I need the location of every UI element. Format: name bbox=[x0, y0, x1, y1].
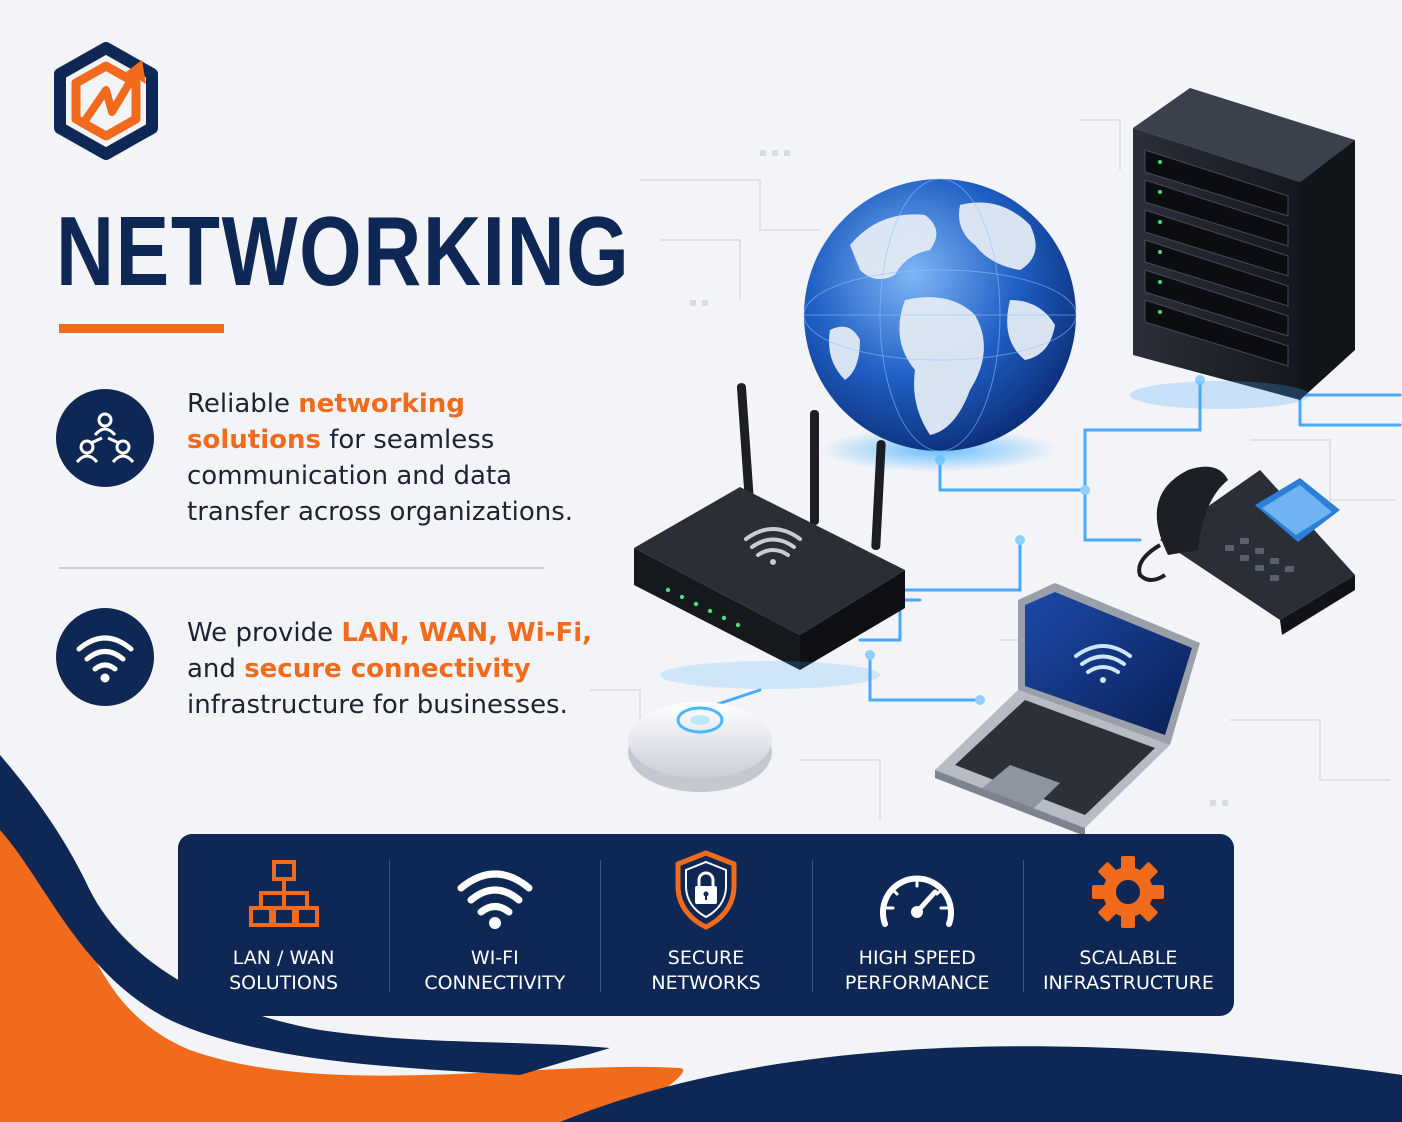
benefit-label-line2: INFRASTRUCTURE bbox=[1042, 972, 1214, 994]
people-network-icon bbox=[56, 389, 154, 487]
description-text: for seamless communication and data tran… bbox=[187, 425, 574, 527]
benefit-label-line2: SOLUTIONS bbox=[229, 972, 339, 994]
laptop bbox=[935, 583, 1200, 836]
navy-swoosh-left bbox=[0, 755, 610, 1075]
benefit-label-line2: CONNECTIVITY bbox=[424, 972, 566, 994]
benefit-label-line1: LAN / WAN bbox=[232, 947, 335, 969]
benefit-label-line1: HIGH SPEED bbox=[858, 947, 976, 969]
benefit-wifi: WI-FI CONNECTIVITY bbox=[389, 834, 600, 1016]
description-text: We provide bbox=[187, 618, 342, 648]
description-text: infrastructure for businesses. bbox=[187, 690, 568, 720]
access-point bbox=[628, 702, 772, 792]
benefit-speed: HIGH SPEED PERFORMANCE bbox=[811, 834, 1023, 1016]
orange-swoosh bbox=[0, 800, 684, 1122]
page-title: NETWORKING bbox=[56, 196, 631, 306]
server-rack bbox=[1130, 88, 1355, 409]
benefits-panel: LAN / WAN SOLUTIONS WI-FI CONNECTIVITY bbox=[178, 834, 1234, 1016]
shield-lock-icon bbox=[675, 850, 737, 930]
benefit-scalable: SCALABLE INFRASTRUCTURE bbox=[1022, 834, 1234, 1016]
speedometer-icon bbox=[880, 875, 955, 927]
benefit-label-line2: PERFORMANCE bbox=[844, 972, 990, 994]
logo-hexagon-icon bbox=[54, 42, 158, 160]
navy-swoosh-bottom bbox=[560, 1046, 1402, 1122]
router bbox=[634, 383, 905, 689]
benefit-label-line1: WI-FI bbox=[470, 947, 519, 969]
benefit-lan-wan: LAN / WAN SOLUTIONS bbox=[178, 834, 389, 1016]
description-text: and bbox=[187, 654, 245, 684]
brand-logo bbox=[50, 42, 162, 160]
desk-phone bbox=[1137, 466, 1355, 635]
description-text: Reliable bbox=[187, 389, 299, 419]
benefit-label-line1: SCALABLE bbox=[1079, 947, 1178, 969]
wifi-icon bbox=[56, 608, 154, 706]
highlighted-phrase: networking solutions bbox=[187, 389, 465, 455]
globe bbox=[803, 178, 1077, 472]
section-divider bbox=[59, 567, 544, 569]
highlighted-phrase: secure connectivity bbox=[244, 654, 531, 684]
title-underline bbox=[59, 324, 224, 333]
feature-description-2: We provide LAN, WAN, Wi-Fi, and secure c… bbox=[187, 615, 607, 723]
feature-description-1: Reliable networking solutions for seamle… bbox=[187, 386, 607, 530]
highlighted-phrase: LAN, WAN, Wi-Fi, bbox=[341, 618, 592, 648]
gear-icon bbox=[1092, 856, 1165, 928]
wifi-icon bbox=[457, 870, 533, 929]
network-hierarchy-icon bbox=[248, 860, 319, 927]
benefit-label-line1: SECURE bbox=[667, 947, 745, 969]
benefit-secure: SECURE NETWORKS bbox=[600, 834, 811, 1016]
benefit-label-line2: NETWORKS bbox=[651, 972, 761, 994]
